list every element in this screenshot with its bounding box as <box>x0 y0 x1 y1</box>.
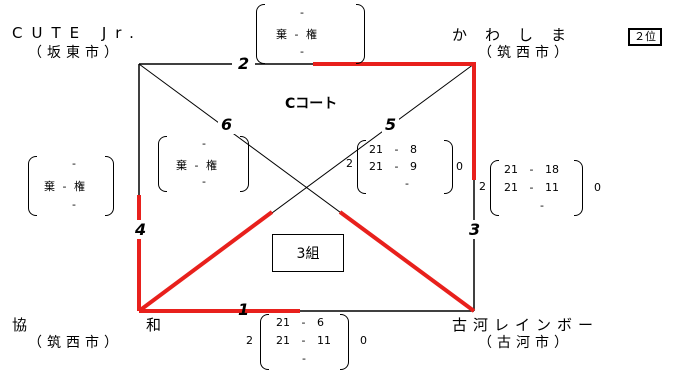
rank-badge: ２位 <box>628 28 662 46</box>
win-line-top-right <box>313 62 476 180</box>
win-line-diag-bl <box>137 210 274 313</box>
match-number-2: 2 <box>232 54 256 73</box>
match-number-4: 4 <box>133 220 149 239</box>
win-line-diag-br <box>338 210 476 313</box>
group-label: 3組 <box>272 234 344 272</box>
team-name-bottom-left: 協 <box>12 316 37 334</box>
match-number-1: 1 <box>238 300 250 319</box>
match-number-3: 3 <box>467 220 483 239</box>
team-city-bottom-right: （古河市） <box>478 335 573 351</box>
team-city-top-left: （坂東市） <box>28 45 123 61</box>
team-name-top-right: かわしま <box>452 26 585 44</box>
team-city-bottom-left: （筑西市） <box>28 335 123 351</box>
team-city-top-right: （筑西市） <box>478 45 573 61</box>
court-label: Cコート <box>285 96 338 112</box>
team-name-top-left: CUTE Jr. <box>12 24 143 42</box>
match-number-6: 6 <box>218 115 236 134</box>
team-name-bottom-right: 古河レインボー <box>452 316 600 334</box>
team-name-bottom-left-2: 和 <box>146 316 171 334</box>
match-number-5: 5 <box>382 115 400 134</box>
